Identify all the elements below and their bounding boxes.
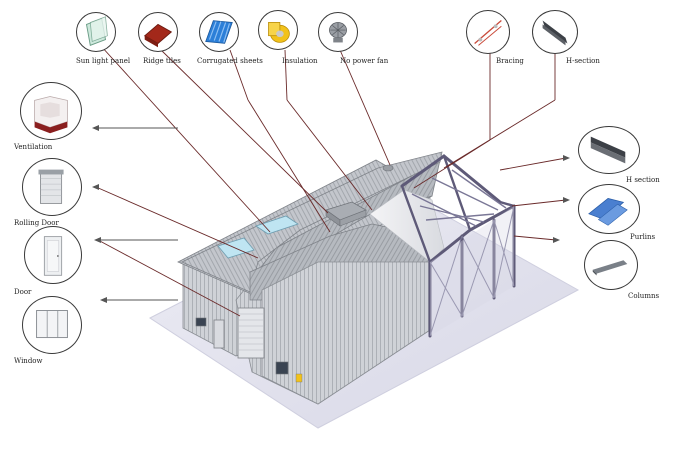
insulation-thumb xyxy=(258,10,298,50)
h-section-right-icon xyxy=(590,136,626,164)
rolling-door xyxy=(237,307,265,359)
label-bracing: Bracing xyxy=(496,57,524,65)
insulation-icon xyxy=(268,22,290,43)
bracing-icon xyxy=(474,20,502,46)
label-purlins: Purlins xyxy=(630,233,656,241)
label-door: Door xyxy=(14,288,32,296)
no-power-fan-icon xyxy=(329,22,347,43)
left-arrows xyxy=(92,125,178,303)
corrugated-sheets-thumb xyxy=(199,12,239,52)
rolling-door-thumb xyxy=(22,158,82,216)
columns-icon xyxy=(592,260,628,276)
leader-lines xyxy=(95,45,567,317)
columns-thumb xyxy=(584,240,638,290)
right-arrows xyxy=(553,155,570,243)
purlins-icon xyxy=(588,198,628,226)
roof-fan xyxy=(382,164,394,172)
bracing-lines xyxy=(429,205,515,337)
purlins-lines xyxy=(411,169,507,227)
skylight-1 xyxy=(255,215,299,235)
door-thumb xyxy=(24,226,82,284)
ventilation-thumb xyxy=(20,82,82,140)
h-section-top-icon xyxy=(542,20,568,46)
label-h-section-top: H-section xyxy=(566,57,600,65)
door-icon xyxy=(43,236,63,276)
label-window: Window xyxy=(14,357,43,365)
side-door xyxy=(213,319,225,349)
warning-sign xyxy=(295,373,303,383)
front-wall xyxy=(261,261,431,405)
label-no-power-fan: No power fan xyxy=(340,57,389,65)
label-ridge-tiles: Ridge tiles xyxy=(143,57,181,65)
rolling-door-icon xyxy=(38,169,64,204)
h-section-top-thumb xyxy=(532,10,578,54)
label-insulation: Insulation xyxy=(282,57,318,65)
sun-light-panel-icon xyxy=(85,16,108,46)
purlins-thumb xyxy=(578,184,640,234)
label-ventilation: Ventilation xyxy=(14,143,53,151)
ventilation-icon xyxy=(34,96,68,134)
window-icon xyxy=(36,310,68,339)
frame-end-area xyxy=(430,206,514,336)
no-power-fan-thumb xyxy=(318,12,358,52)
side-window xyxy=(195,317,207,327)
sun-light-panel-thumb xyxy=(76,12,116,52)
label-columns: Columns xyxy=(628,292,660,300)
ridge-tiles-thumb xyxy=(138,12,178,52)
window-thumb xyxy=(22,296,82,354)
corrugated-sheets-icon xyxy=(205,20,233,44)
label-sun-light-panel: Sun light panel xyxy=(76,57,131,65)
ridge-tiles-icon xyxy=(143,23,173,48)
front-window xyxy=(275,361,289,375)
label-h-section-right: H section xyxy=(626,176,660,184)
bracing-thumb xyxy=(466,10,510,54)
h-section-right-thumb xyxy=(578,126,640,174)
label-rolling-door: Rolling Door xyxy=(14,219,59,227)
label-corrugated-sheets: Corrugated sheets xyxy=(197,57,263,65)
